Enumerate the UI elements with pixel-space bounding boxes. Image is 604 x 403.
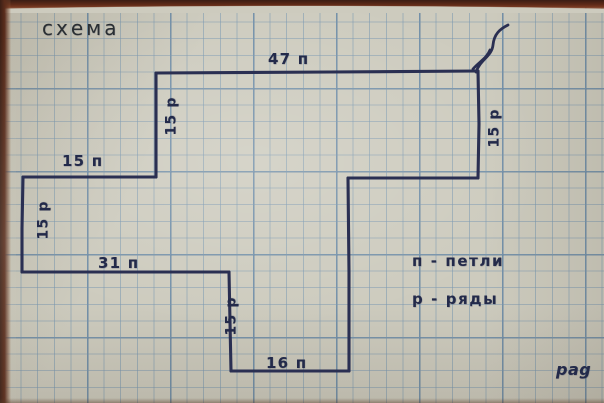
yarn-tail-squiggle-icon — [474, 23, 510, 74]
segment-right-15r — [476, 69, 481, 180]
dimension-label-notch-height: 15 р — [223, 296, 240, 336]
photo-bottom-edge — [0, 398, 604, 403]
photo-left-edge-fade — [0, 0, 16, 403]
photo-left-edge — [0, 0, 11, 403]
segment-top-47p — [154, 69, 480, 75]
dimension-label-right-drop: 15 р — [486, 108, 503, 148]
corner-note: раg — [556, 360, 592, 379]
dimension-label-top-width: 47 п — [268, 50, 310, 68]
segment-left-15r — [20, 175, 25, 274]
legend-item-stitches: п - петли — [412, 252, 505, 270]
page-title: схема — [42, 16, 120, 40]
legend-item-rows: р - ряды — [412, 290, 499, 308]
dimension-label-upper-left-drop: 15 р — [163, 96, 180, 136]
segment-middle-vertical — [346, 176, 351, 373]
yarn-tail-squiggle-secondary — [471, 48, 492, 71]
segment-notch-left-15r — [227, 270, 233, 373]
dimension-label-notch-width: 16 п — [266, 354, 308, 372]
photo-top-edge-curve — [0, 4, 604, 13]
dimension-label-left-side-height: 15 р — [35, 200, 52, 240]
dimension-label-left-step-width: 15 п — [62, 152, 104, 170]
dimension-label-lower-width: 31 п — [98, 254, 140, 272]
